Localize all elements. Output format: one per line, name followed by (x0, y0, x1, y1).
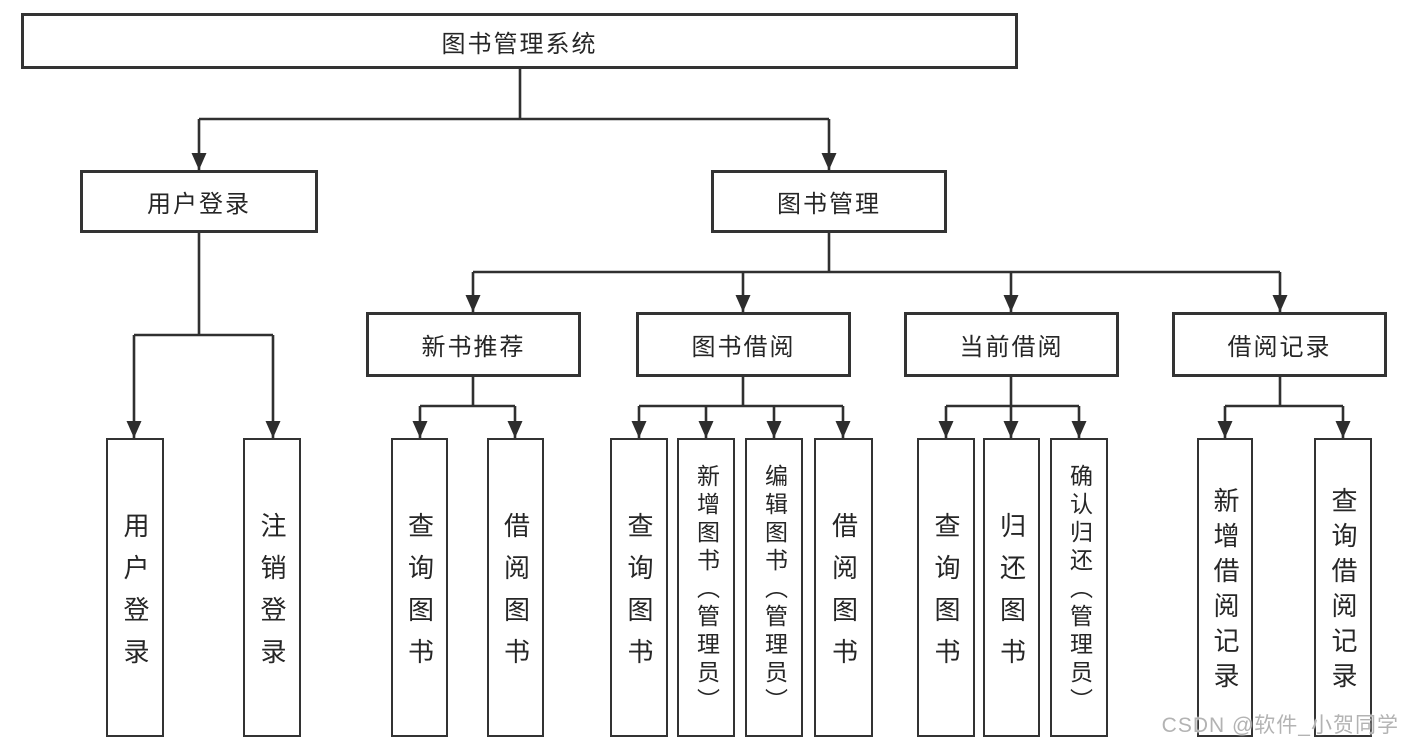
leaf-borrow-books: 借阅图书 (814, 438, 873, 737)
leaf-return-book-label: 归还图书 (996, 511, 1027, 680)
node-user-login: 用户登录 (80, 170, 318, 233)
leaf-query-borrow-record-label: 查询借阅记录 (1328, 487, 1358, 697)
leaf-query-books-recommend-label: 查询图书 (404, 511, 435, 680)
node-borrow-records: 借阅记录 (1172, 312, 1387, 377)
leaf-query-books-borrow: 查询图书 (610, 438, 668, 737)
leaf-confirm-return-admin: 确认归还（管理员） (1050, 438, 1108, 737)
leaf-add-borrow-record: 新增借阅记录 (1197, 438, 1253, 737)
node-book-borrow: 图书借阅 (636, 312, 851, 377)
node-book-management: 图书管理 (711, 170, 947, 233)
leaf-edit-book-admin-label: 编辑图书（管理员） (761, 464, 788, 716)
node-new-book-recommend: 新书推荐 (366, 312, 581, 377)
leaf-confirm-return-admin-label: 确认归还（管理员） (1066, 464, 1093, 716)
leaf-query-books-borrow-label: 查询图书 (624, 511, 654, 680)
node-current-borrow: 当前借阅 (904, 312, 1119, 377)
leaf-logout-label: 注销登录 (257, 511, 287, 680)
leaf-edit-book-admin: 编辑图书（管理员） (745, 438, 803, 737)
leaf-logout: 注销登录 (243, 438, 301, 737)
leaf-query-books-recommend: 查询图书 (391, 438, 448, 737)
leaf-add-borrow-record-label: 新增借阅记录 (1210, 487, 1240, 697)
leaf-user-login: 用户登录 (106, 438, 164, 737)
leaf-query-books-current-label: 查询图书 (931, 511, 961, 680)
csdn-watermark: CSDN @软件_小贺同学 (1161, 714, 1399, 737)
leaf-return-book: 归还图书 (983, 438, 1040, 737)
leaf-borrow-books-label: 借阅图书 (828, 511, 859, 680)
leaf-query-borrow-record: 查询借阅记录 (1314, 438, 1372, 737)
leaf-add-book-admin: 新增图书（管理员） (677, 438, 735, 737)
node-root-system: 图书管理系统 (21, 13, 1018, 69)
leaf-borrow-books-recommend-label: 借阅图书 (500, 511, 531, 680)
leaf-query-books-current: 查询图书 (917, 438, 975, 737)
leaf-add-book-admin-label: 新增图书（管理员） (693, 464, 720, 716)
leaf-borrow-books-recommend: 借阅图书 (487, 438, 544, 737)
leaf-user-login-label: 用户登录 (120, 511, 150, 680)
